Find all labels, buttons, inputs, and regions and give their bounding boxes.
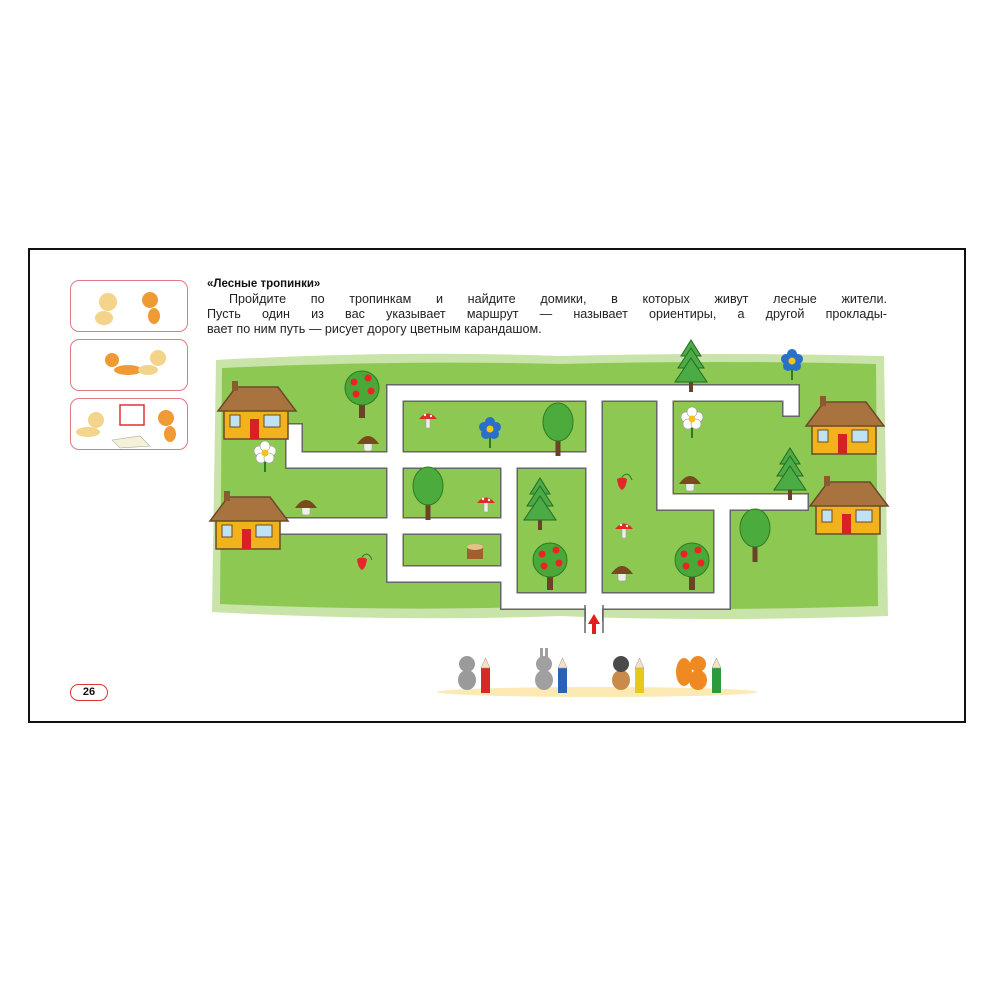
side-panel-art [76,292,176,449]
maze-path [286,424,602,468]
maze-paths [279,385,808,620]
hedgehog-head [613,656,629,672]
exercise-instructions: Пройдите по тропинкам и найдите домики, … [207,292,887,337]
instruction-line: Пусть один из вас указывает маршрут — на… [207,307,887,321]
mouse-head [459,656,475,672]
squirrel-with-pencil [676,656,722,693]
pencil-icon [635,668,644,693]
maze-path [657,385,808,510]
rabbit-with-pencil [535,648,568,693]
side-panel-greeting [70,280,188,332]
mouse-with-pencil [458,656,491,693]
page-number: 26 [70,684,108,701]
rabbit-icon [535,670,553,690]
start-arrow-icon [588,614,600,634]
page-frame [28,248,966,723]
instruction-line: Пройдите по тропинкам и найдите домики, … [229,292,887,306]
mouse-icon [458,670,476,690]
pencil-icon [558,668,567,693]
rabbit-head [536,656,552,672]
pencil-icon [481,668,490,693]
instruction-line: вает по ним путь — рисует дорогу цветным… [207,322,542,336]
squirrel-head [690,656,706,672]
tree-stump-icon [467,544,483,559]
hedgehog-with-pencil [612,656,645,693]
ground-glow [437,687,757,697]
squirrel-icon [689,670,707,690]
hedgehog-icon [612,670,630,690]
side-panel-walking [70,339,188,391]
exercise-title: «Лесные тропинки» [207,278,321,290]
maze-path [387,385,799,416]
pencil-icon [712,668,721,693]
